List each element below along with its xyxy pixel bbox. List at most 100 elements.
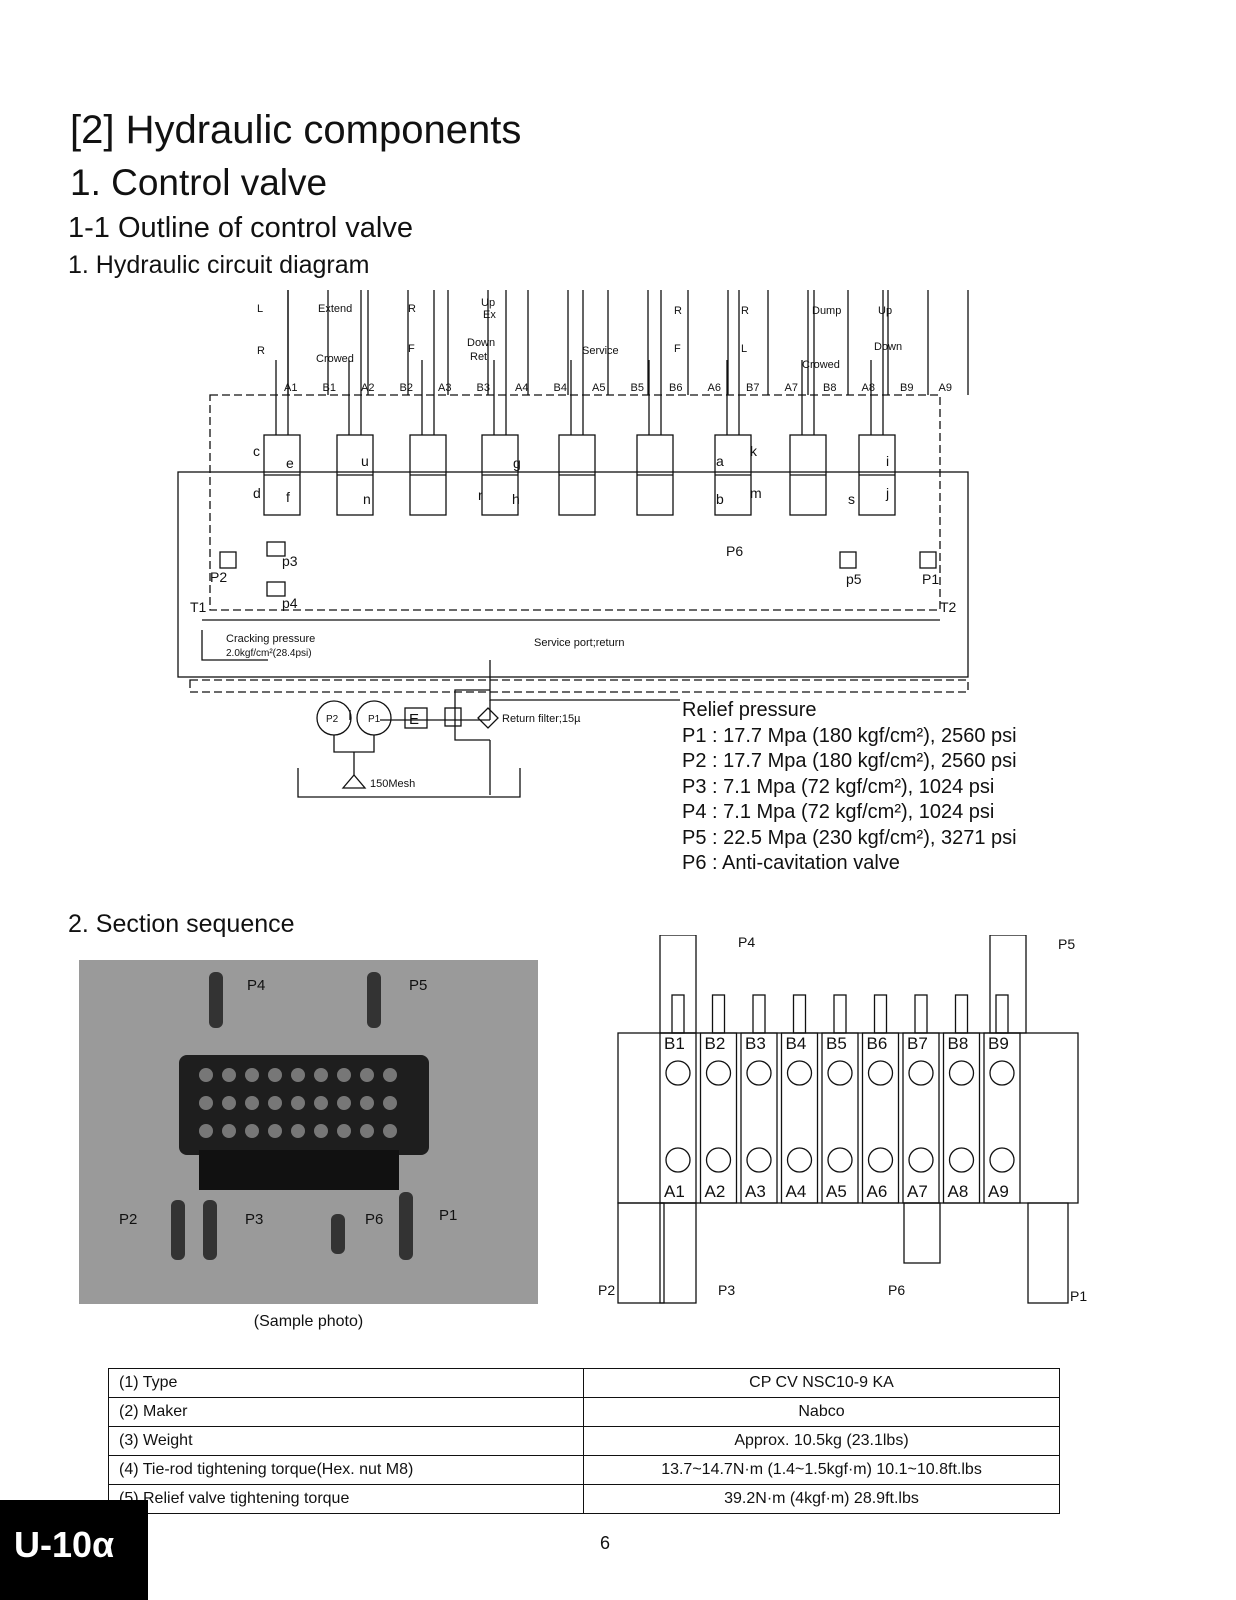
model-badge: U-10α xyxy=(0,1500,148,1600)
photo-caption: (Sample photo) xyxy=(253,1313,364,1330)
relief-pressure-title: Relief pressure xyxy=(682,699,817,721)
port-label: B3 xyxy=(477,382,490,394)
b-port xyxy=(786,1060,813,1086)
spool-cap xyxy=(711,994,726,1034)
port-hole xyxy=(199,1124,213,1138)
b-port xyxy=(827,1060,853,1086)
spec-value: Nabco xyxy=(583,1397,1060,1427)
b-port xyxy=(867,1060,894,1086)
a-port xyxy=(948,1147,975,1173)
relief-pressure-block: Relief pressure P1 : 17.7 Mpa (180 kgf/c… xyxy=(682,698,1017,877)
a-port-label: A1 xyxy=(664,1182,685,1201)
b-port xyxy=(746,1060,772,1086)
port-hole xyxy=(314,1068,328,1082)
section-label: P2 xyxy=(598,1282,615,1298)
spool-cap xyxy=(792,994,807,1034)
a-port xyxy=(989,1147,1015,1173)
section-slice xyxy=(902,1032,940,1204)
port-label: B9 xyxy=(900,382,913,394)
flow-label: Crowed xyxy=(316,353,354,365)
port-label: A2 xyxy=(361,382,374,394)
port-hole xyxy=(222,1124,236,1138)
b-port-label: B3 xyxy=(745,1034,766,1053)
port-label: A7 xyxy=(785,382,798,394)
chapter-heading: 1. Control valve xyxy=(70,162,328,203)
engine-label: E xyxy=(409,711,419,728)
port-hole xyxy=(199,1096,213,1110)
b-port-label: B2 xyxy=(705,1034,726,1053)
photo-label: P3 xyxy=(245,1211,263,1228)
a-port-label: A6 xyxy=(867,1182,888,1201)
spec-label: (3) Weight xyxy=(108,1426,584,1456)
spool-cap xyxy=(954,994,969,1034)
relief-tag: T2 xyxy=(940,599,957,615)
port-hole xyxy=(222,1068,236,1082)
port-label: B5 xyxy=(631,382,644,394)
port-label: B6 xyxy=(669,382,682,394)
port-label: B7 xyxy=(746,382,759,394)
a-port xyxy=(665,1147,691,1173)
mesh-label: 150Mesh xyxy=(370,778,415,790)
section-sequence-heading: 2. Section sequence xyxy=(68,910,295,938)
section-label: P3 xyxy=(718,1282,735,1298)
page-number: 6 xyxy=(600,1533,611,1553)
photo-label: P6 xyxy=(365,1211,383,1228)
b-port-label: B9 xyxy=(988,1034,1009,1053)
spool-letter: h xyxy=(512,491,520,507)
port-hole xyxy=(383,1096,397,1110)
flow-label: Down xyxy=(467,337,495,349)
subsection-heading: 1-1 Outline of control valve xyxy=(68,212,413,244)
port-hole xyxy=(245,1124,259,1138)
flow-label: Up xyxy=(481,297,495,309)
photo-label: P5 xyxy=(409,977,427,994)
spec-label: (1) Type xyxy=(108,1368,584,1398)
flow-label: Crowed xyxy=(802,359,840,371)
port-line xyxy=(421,290,435,435)
return-filter-label: Return filter;15µ xyxy=(502,713,581,725)
port-hole xyxy=(314,1124,328,1138)
relief-tag: p3 xyxy=(282,553,298,569)
b-port-label: B4 xyxy=(786,1034,807,1053)
photo-label: P1 xyxy=(439,1207,457,1224)
a-port-label: A4 xyxy=(786,1182,807,1201)
port-hole xyxy=(222,1096,236,1110)
port-line xyxy=(870,290,884,435)
port-line xyxy=(648,290,662,435)
port-hole xyxy=(245,1068,259,1082)
section-slice xyxy=(942,1032,981,1204)
a-port xyxy=(705,1147,732,1173)
spool-cap xyxy=(873,994,888,1034)
section-slice xyxy=(740,1032,778,1204)
port-label: A1 xyxy=(284,382,297,394)
relief-line-p6: P6 : Anti-cavitation valve xyxy=(682,852,900,874)
port-line xyxy=(726,290,740,435)
spec-value: 39.2N·m (4kgf·m) 28.9ft.lbs xyxy=(583,1484,1060,1514)
spec-label: (2) Maker xyxy=(108,1397,584,1427)
relief-line-p5: P5 : 22.5 Mpa (230 kgf/cm²), 3271 psi xyxy=(682,826,1017,849)
port-hole xyxy=(383,1068,397,1082)
b-port-label: B8 xyxy=(948,1034,969,1053)
relief-line-p4: P4 : 7.1 Mpa (72 kgf/cm²), 1024 psi xyxy=(682,801,995,823)
port-label: B2 xyxy=(400,382,413,394)
section-label: P1 xyxy=(1070,1288,1087,1304)
cracking-pressure-label: Cracking pressure xyxy=(226,633,315,645)
flow-label: Down xyxy=(874,341,902,353)
circuit-diagram-heading: 1. Hydraulic circuit diagram xyxy=(68,251,370,279)
table-row: (4) Tie-rod tightening torque(Hex. nut M… xyxy=(108,1455,1060,1485)
port-line xyxy=(493,290,507,435)
port-label: A9 xyxy=(939,382,952,394)
port-hole xyxy=(268,1124,282,1138)
section-label: P4 xyxy=(738,935,755,950)
a-port xyxy=(867,1147,894,1173)
relief-tag: p4 xyxy=(282,595,298,611)
port-line xyxy=(801,290,815,435)
photo-label: P2 xyxy=(119,1211,137,1228)
port-label: B1 xyxy=(323,382,336,394)
relief-tag: p5 xyxy=(846,571,862,587)
cracking-pressure-value: 2.0kgf/cm²(28.4psi) xyxy=(226,648,312,659)
spool-cap xyxy=(671,994,685,1034)
